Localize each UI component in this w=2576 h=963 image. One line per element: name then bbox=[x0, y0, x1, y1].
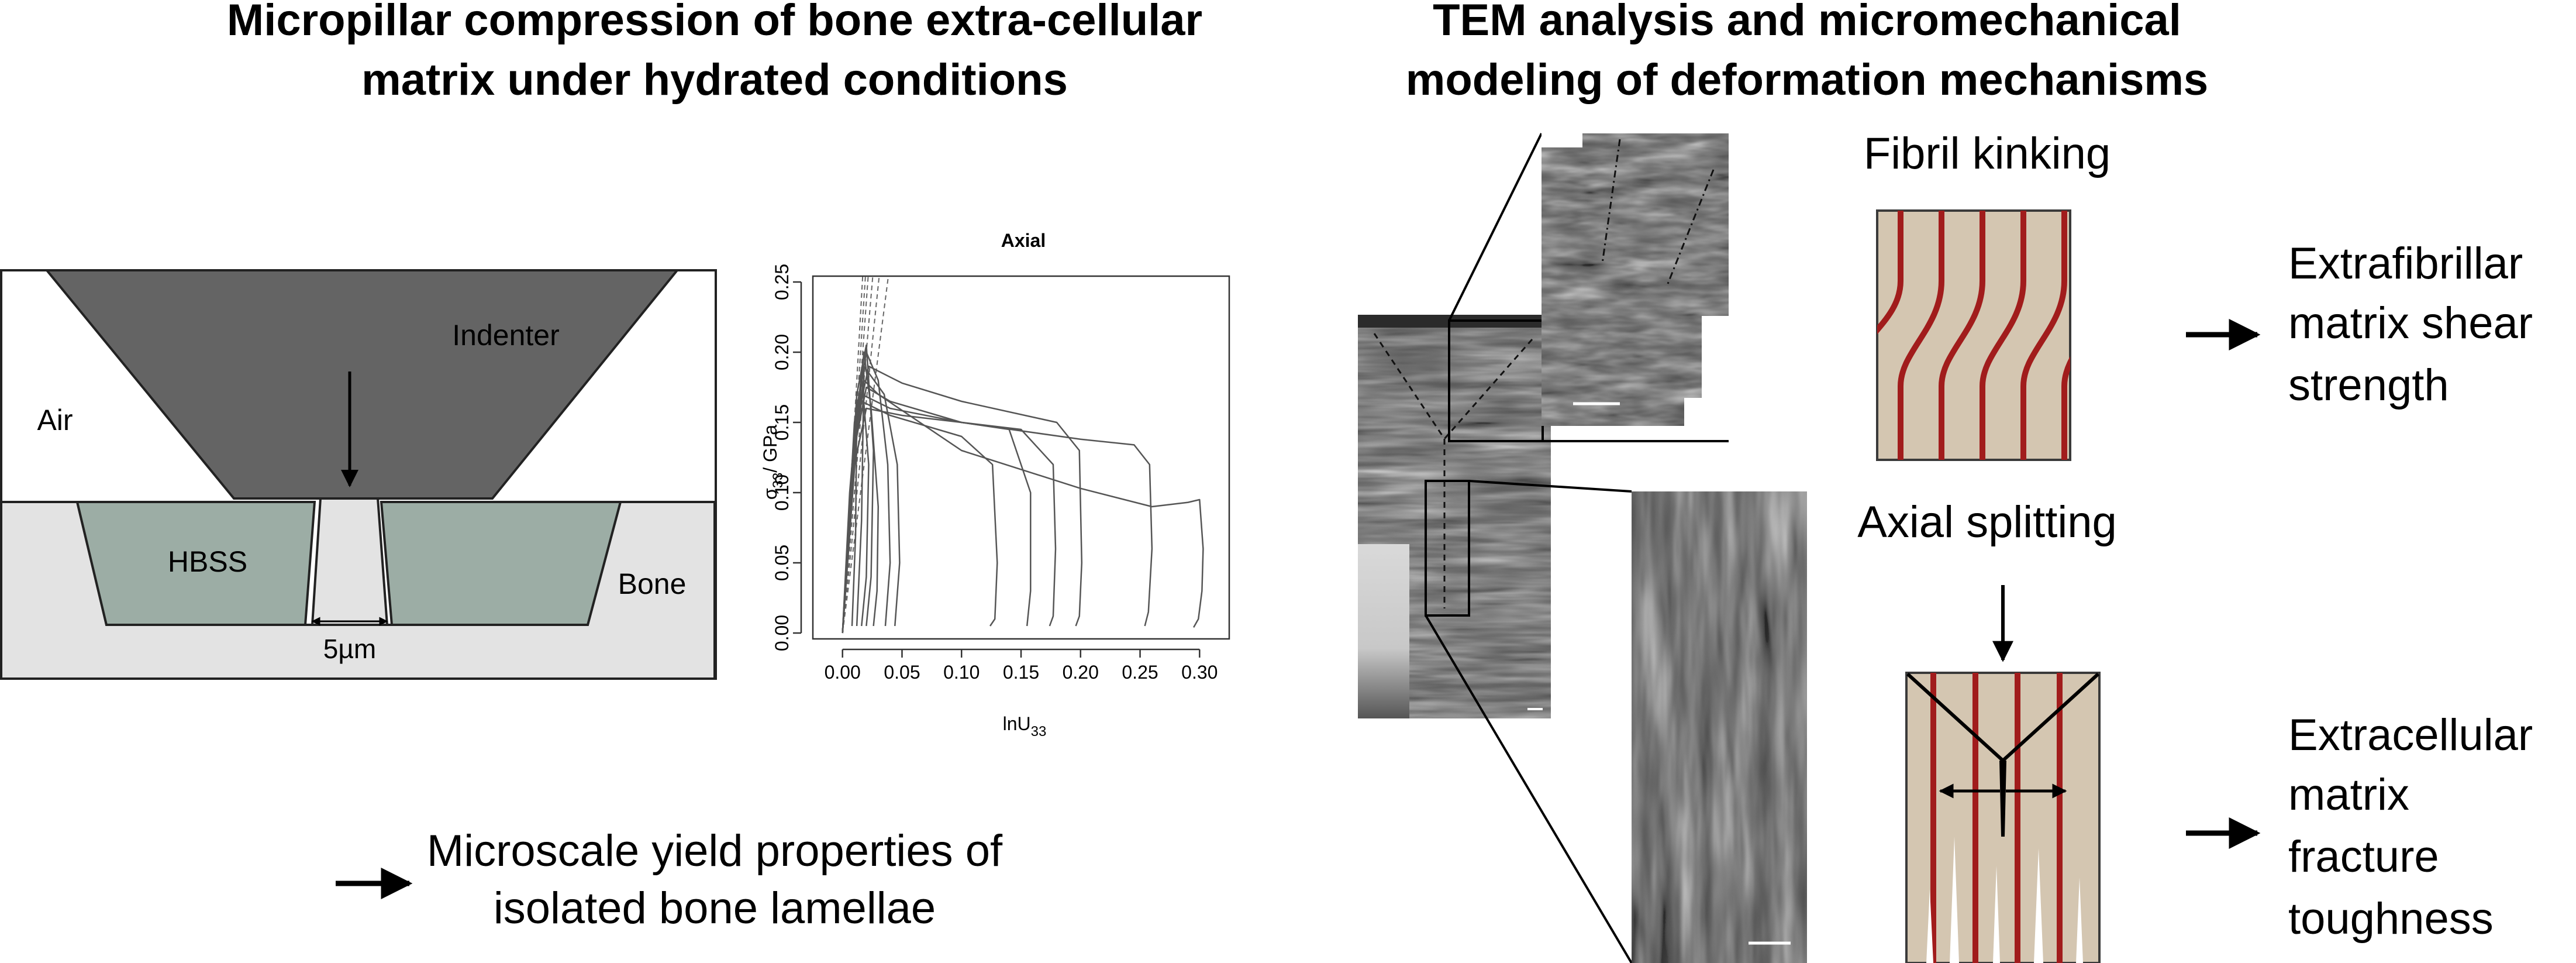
fibril-2 bbox=[1898, 211, 1944, 460]
stress-strain-curve-6 bbox=[842, 400, 998, 634]
tem-zoom1-crack-b bbox=[1665, 169, 1715, 287]
yield-text-line2: isolated bone lamellae bbox=[494, 883, 936, 933]
y-tick-label-4: 0.15 bbox=[771, 404, 792, 441]
tem-zoom-image-2 bbox=[1632, 491, 1807, 963]
indenter bbox=[44, 269, 680, 500]
y-tick-label-3: 0.10 bbox=[771, 474, 792, 511]
kinking-matrix bbox=[1876, 209, 2071, 461]
crack-3 bbox=[2034, 848, 2043, 963]
left-title-line2: matrix under hydrated conditions bbox=[361, 55, 1068, 105]
straight-fibrils bbox=[1930, 673, 2063, 963]
crack-2 bbox=[1993, 866, 2000, 963]
shear-text-line3: strength bbox=[2288, 360, 2449, 410]
y-tick-label-6: 0.25 bbox=[771, 264, 792, 300]
yield-text-line1: Microscale yield properties of bbox=[427, 826, 1003, 876]
crack-4 bbox=[2076, 878, 2083, 963]
tem-crack-left bbox=[1373, 333, 1446, 439]
toughness-text-line1: Extracellular bbox=[2288, 710, 2533, 760]
left-title: Micropillar compression of bone extra-ce… bbox=[227, 0, 1202, 105]
micropillar-schematic: Indenter Air HBSS Bone 5µm bbox=[0, 269, 717, 680]
x-axis-label-main: lnU bbox=[1003, 713, 1031, 734]
tem-overview-image bbox=[1358, 315, 1551, 718]
right-title: TEM analysis and micromechanical modelin… bbox=[1406, 0, 2208, 105]
micropillar bbox=[311, 497, 389, 626]
fibril-4 bbox=[1980, 211, 2026, 460]
tem-zoom1-cutout bbox=[1684, 316, 1729, 426]
x-tick-label-5: 0.20 bbox=[1063, 662, 1099, 683]
crack-1 bbox=[1950, 837, 1959, 963]
tem-overview-hole bbox=[1358, 544, 1409, 718]
tem-zoom2-texture bbox=[1632, 491, 1807, 963]
chart-series-group bbox=[842, 277, 1204, 634]
kinked-fibrils bbox=[1877, 211, 2070, 460]
plot-frame bbox=[812, 275, 1230, 640]
connector-2b bbox=[1425, 614, 1633, 963]
elastic-fit-line-2 bbox=[842, 277, 880, 634]
connector-2a bbox=[1468, 480, 1632, 493]
hbss-label: HBSS bbox=[168, 545, 247, 578]
x-tick-label-3: 0.10 bbox=[943, 662, 980, 683]
y-axis-label-sub: 33 bbox=[770, 473, 786, 489]
tem-zoom1-crack-a bbox=[1601, 139, 1621, 264]
fibril-1 bbox=[1877, 211, 1903, 335]
stress-strain-curve-5 bbox=[842, 393, 1032, 634]
tem-micrographs bbox=[1358, 133, 1807, 963]
scale-label: 5µm bbox=[323, 634, 376, 664]
x-tick-label-2: 0.05 bbox=[884, 662, 920, 683]
chart-title: Axial bbox=[1001, 230, 1046, 251]
y-tick-label-1: 0.00 bbox=[771, 615, 792, 651]
stress-strain-curve-13 bbox=[842, 407, 858, 634]
tem-roi-box-2 bbox=[1425, 480, 1470, 617]
axial-cracks bbox=[1926, 837, 2083, 963]
fibril-6 bbox=[2061, 356, 2070, 460]
fibril-5 bbox=[2020, 211, 2067, 460]
y-axis-label-unit: / GPa bbox=[760, 425, 781, 473]
central-crack bbox=[1999, 761, 2006, 837]
axial-splitting-panel: Axial splitting Extracellular matrix fra… bbox=[1857, 497, 2533, 963]
left-title-line1: Micropillar compression of bone extra-ce… bbox=[227, 0, 1202, 45]
kinking-title: Fibril kinking bbox=[1864, 129, 2111, 178]
stress-strain-curve-4 bbox=[842, 407, 1057, 634]
y-tick-label-5: 0.20 bbox=[771, 334, 792, 370]
air-label: Air bbox=[37, 404, 73, 436]
right-title-line1: TEM analysis and micromechanical bbox=[1433, 0, 2181, 45]
x-tick-label-7: 0.30 bbox=[1181, 662, 1218, 683]
tem-zoom-image-1 bbox=[1542, 133, 1729, 426]
shear-text-line1: Extrafibrillar bbox=[2288, 239, 2523, 288]
x-axis-label-sub: 33 bbox=[1031, 724, 1047, 740]
tem-zoom1-texture bbox=[1542, 133, 1729, 426]
tem-zoom1-corner bbox=[1542, 133, 1582, 147]
y-axis-label-sym: σ bbox=[760, 488, 781, 500]
connector-1a bbox=[1448, 133, 1543, 321]
crack-5 bbox=[1926, 889, 1933, 963]
shear-text-line2: matrix shear bbox=[2288, 298, 2533, 348]
right-title-line2: modeling of deformation mechanisms bbox=[1406, 55, 2208, 105]
hbss-left bbox=[75, 501, 316, 626]
x-tick-label-6: 0.25 bbox=[1122, 662, 1158, 683]
hbss-right bbox=[380, 501, 622, 626]
fibril-kinking-panel: Fibril kinking Extrafibrillar matrix she… bbox=[1864, 129, 2533, 461]
y-tick-label-2: 0.05 bbox=[771, 545, 792, 581]
toughness-text-line2: matrix bbox=[2288, 770, 2409, 820]
toughness-text-line3: fracture bbox=[2288, 832, 2439, 882]
x-tick-label-1: 0.00 bbox=[825, 662, 861, 683]
tem-crack-right bbox=[1443, 339, 1533, 439]
indenter-label: Indenter bbox=[452, 319, 559, 352]
y-axis-label: σ33/ GPa bbox=[760, 425, 786, 500]
x-tick-label-4: 0.15 bbox=[1003, 662, 1039, 683]
splitting-title: Axial splitting bbox=[1857, 497, 2117, 547]
x-axis-label: lnU33 bbox=[1003, 713, 1047, 740]
yield-outcome: Microscale yield properties of isolated … bbox=[336, 826, 1003, 933]
bone-label: Bone bbox=[618, 568, 687, 600]
stress-strain-curve-12 bbox=[842, 365, 865, 634]
elastic-fit-line-1 bbox=[842, 277, 889, 634]
toughness-text-line4: toughness bbox=[2288, 894, 2494, 944]
fibril-3 bbox=[1939, 211, 1985, 460]
chart-axes-group: 0.00 0.05 0.10 0.15 0.20 0.25 0.30 0.00 0.05 0.10… bbox=[771, 264, 1218, 683]
